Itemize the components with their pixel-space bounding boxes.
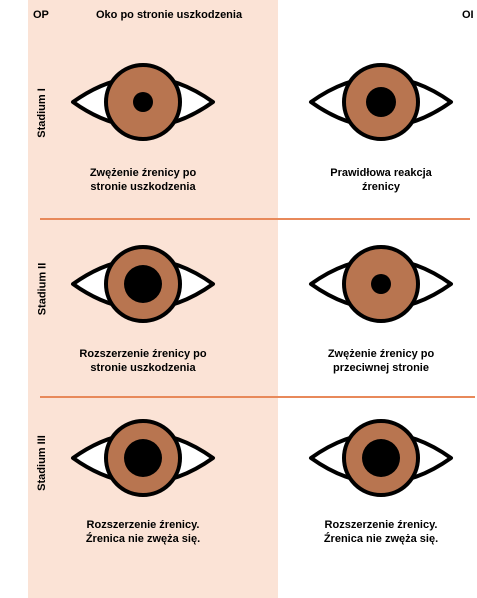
stage-divider: [40, 218, 470, 220]
pupil: [124, 265, 162, 303]
pupil: [366, 87, 396, 117]
stage-label: Stadium II: [28, 214, 56, 364]
pupil: [133, 92, 153, 112]
eye-icon: [306, 418, 456, 498]
pupil: [124, 439, 162, 477]
right-column-code: OI: [462, 9, 474, 21]
pupil: [371, 274, 391, 294]
eye-icon: [68, 244, 218, 324]
pupil: [362, 439, 400, 477]
left-column-code: OP: [33, 9, 49, 21]
eye-icon: [68, 62, 218, 142]
eye-caption: Rozszerzenie źrenicy.Źrenica nie zwęża s…: [286, 518, 476, 546]
stage-divider: [40, 396, 475, 398]
eye-caption: Rozszerzenie źrenicy.Źrenica nie zwęża s…: [48, 518, 238, 546]
left-column-title: Oko po stronie uszkodzenia: [96, 9, 242, 21]
eye-icon: [306, 244, 456, 324]
eye-icon: [68, 418, 218, 498]
eye-icon: [306, 62, 456, 142]
stage-label: Stadium III: [28, 388, 56, 538]
